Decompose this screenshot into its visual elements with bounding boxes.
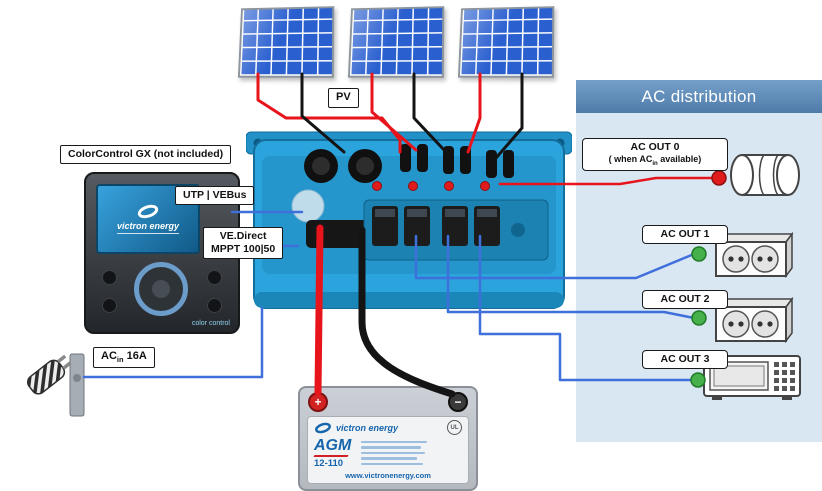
boiler-icon (728, 152, 806, 203)
ac-in-label-text: ACin 16A (101, 350, 147, 365)
ac-out0-label: AC OUT 0 ( when ACin available) (582, 138, 728, 171)
cc-navigation-dial (134, 262, 188, 316)
ac-distribution-header: AC distribution (576, 80, 822, 113)
wall-socket-icon (706, 231, 794, 285)
battery-fineprint-lines (361, 438, 428, 469)
cc-button (102, 270, 117, 285)
red-swoosh (313, 454, 349, 457)
cc-button (207, 298, 222, 313)
ac-in-connection (24, 340, 90, 431)
battery-capacity-text: 12-110 (314, 457, 344, 469)
terminal-caps (375, 209, 497, 217)
colorcontrol-note-label: ColorControl GX (not included) (60, 145, 232, 165)
screen-divider (117, 233, 179, 234)
battery-positive-terminal: + (308, 392, 328, 412)
ac-out1-label: AC OUT 1 (642, 225, 728, 245)
ac-in-label: ACin 16A (93, 347, 155, 368)
battery-negative-terminal: − (448, 392, 468, 412)
gland-nut-icon (291, 189, 325, 223)
victron-logo-icon (315, 422, 331, 433)
solar-panel-2 (347, 6, 445, 78)
solar-panel-1 (237, 6, 335, 78)
pv-terminal-dots (372, 181, 490, 191)
cc-button (207, 270, 222, 285)
plug-icon (27, 354, 72, 395)
cc-dial-center (152, 280, 170, 298)
easysolar-inverter (245, 108, 573, 319)
device-bottom (254, 292, 564, 308)
victron-logo-icon (137, 204, 159, 219)
ac-out3-label: AC OUT 3 (642, 350, 728, 370)
ac-out2-label: AC OUT 2 (642, 290, 728, 310)
solar-panel-3 (457, 6, 555, 78)
battery-model-text: AGM (314, 436, 352, 454)
wall-plate (69, 353, 85, 417)
pv-label: PV (328, 88, 359, 108)
ul-certification-mark: UL (447, 420, 462, 435)
ac-out0-note: ( when ACin available) (608, 154, 702, 167)
battery-brand-text: victron energy (336, 422, 399, 433)
cc-button (102, 298, 117, 313)
cable-gland-icon (304, 149, 382, 183)
minus-sign: − (454, 395, 462, 409)
battery-model-block: AGM 12-110 (313, 436, 352, 469)
battery-label: victron energy UL AGM 12-110 www.victron… (307, 416, 469, 484)
microwave-icon (702, 352, 804, 409)
victron-brand-text: victron energy (116, 221, 180, 231)
wall-socket-icon (706, 296, 794, 350)
socket-hole (73, 374, 81, 382)
battery: + − victron energy UL AGM 12-110 www.vic… (298, 386, 478, 491)
plus-sign: + (314, 395, 322, 409)
utp-vebus-label: UTP | VEBus (175, 186, 255, 206)
battery-cable-gland (306, 220, 370, 248)
colorcontrol-model-text: color control (191, 320, 230, 327)
ac-distribution-title: AC distribution (641, 86, 757, 106)
battery-website-text: www.victronenergy.com (345, 471, 431, 480)
ve-direct-label: VE.Direct MPPT 100|50 (203, 227, 284, 260)
vent-icon (511, 223, 525, 237)
